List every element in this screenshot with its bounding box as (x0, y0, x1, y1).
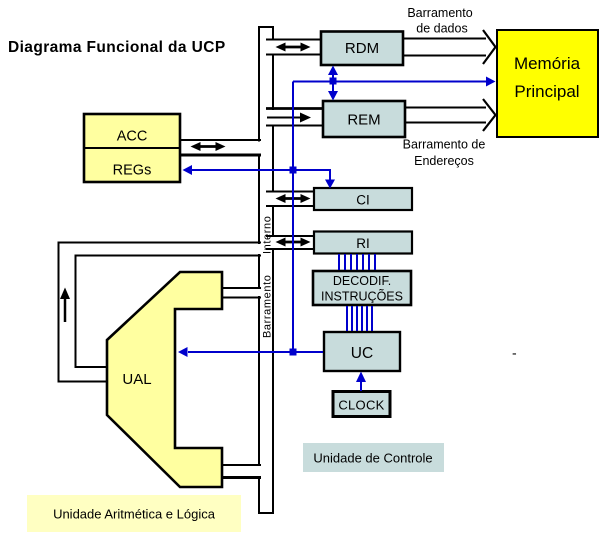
address-bus-arrow-icon (405, 98, 497, 132)
uc-label: UC (351, 345, 373, 362)
address-bus-caption: Barramento de Endereços (403, 138, 486, 169)
rdm-label: RDM (345, 40, 379, 57)
decod-uc-lines (346, 306, 373, 331)
internal-bus (258, 26, 274, 514)
memoria-label-line1: Memória (514, 54, 581, 73)
rdm-block: RDM (319, 30, 405, 67)
acc-regs-block: ACC REGs (82, 112, 182, 184)
data-bus-caption: Barramento de dados (407, 6, 472, 36)
feedback-up-arrow-icon (60, 287, 70, 322)
arrowhead-down-rem-icon (328, 91, 338, 101)
feedback-inner (74, 254, 261, 368)
memoria-label-line2: Principal (514, 82, 579, 101)
decodificador-block: DECODIF. INSTRUÇÕES (311, 269, 413, 307)
ci-wire (293, 169, 331, 180)
data-bus-arrow-icon (403, 29, 497, 65)
gap-acc (255, 141, 262, 154)
channel-ual-top-arm (222, 287, 261, 299)
control-unit-legend-label: Unidade de Controle (313, 451, 432, 466)
alu-legend: Unidade Aritmética e Lógica (27, 495, 241, 532)
channel-ri (266, 235, 314, 250)
regs-label: REGs (113, 163, 152, 179)
feedback-outer (57, 241, 261, 383)
gap-ual-bottom (255, 466, 262, 477)
arrowhead-memory-icon (486, 76, 496, 87)
rem-right-arrow-icon (267, 112, 311, 123)
acc-label: ACC (117, 129, 148, 145)
clock-block: CLOCK (331, 390, 392, 418)
junction-dot-3 (289, 348, 297, 356)
blue-wires (178, 65, 496, 391)
junction-dot-1 (329, 77, 337, 85)
arrowhead-regs-icon (182, 165, 192, 175)
uc-block: UC (322, 330, 402, 373)
decodificador-label-line1: DECODIF. (333, 274, 391, 288)
ci-block: CI (312, 186, 414, 212)
ual-label: UAL (122, 371, 151, 388)
address-bus-caption-line2: Endereços (414, 154, 474, 168)
gap-feedback (255, 244, 262, 254)
rem-block: REM (321, 99, 407, 139)
data-bus-caption-line1: Barramento (407, 6, 472, 20)
memory-bus-arrows (403, 29, 497, 132)
stray-dash: - (512, 345, 517, 361)
gap-ual-top (255, 289, 262, 296)
rem-label: REM (347, 112, 380, 129)
channel-rdm (266, 38, 321, 56)
decodificador-label-line2: INSTRUÇÕES (321, 289, 403, 304)
page-title: Diagrama Funcional da UCP (8, 39, 226, 56)
clock-label: CLOCK (338, 398, 384, 413)
memoria-principal-block: Memória Principal (496, 29, 599, 138)
bus-channels (57, 38, 323, 479)
arrowhead-clock-icon (356, 371, 366, 382)
channel-ci (266, 190, 314, 207)
rdm-double-arrow-icon (275, 42, 311, 52)
arrowhead-up-rdm-icon (328, 65, 338, 75)
alu-legend-label: Unidade Aritmética e Lógica (53, 507, 216, 522)
internal-bus-word2: Interno (262, 216, 274, 254)
arrowhead-ual-icon (178, 347, 188, 357)
junction-dot-2 (289, 166, 297, 174)
internal-bus-caption: Barramento Interno (262, 216, 274, 338)
internal-bus-word1: Barramento (262, 275, 274, 338)
ci-label: CI (356, 193, 370, 208)
ri-decod-lines (338, 254, 376, 270)
address-bus-caption-line1: Barramento de (403, 138, 486, 152)
ri-label: RI (356, 236, 370, 251)
control-unit-legend: Unidade de Controle (303, 443, 444, 472)
ri-block: RI (312, 230, 414, 255)
arrowhead-ci-icon (325, 179, 335, 189)
data-bus-caption-line2: de dados (416, 22, 467, 36)
acc-double-arrow-icon (190, 142, 226, 151)
ual-block: UAL (105, 270, 224, 489)
